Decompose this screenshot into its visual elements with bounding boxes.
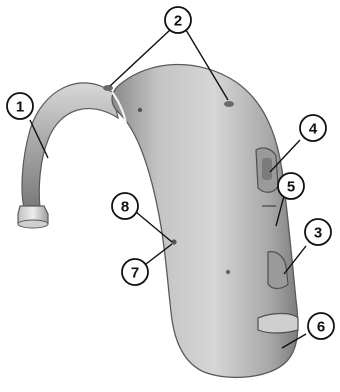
callout-7: 7 [122, 259, 148, 285]
housing-dot [138, 108, 142, 112]
callout-6: 6 [308, 313, 334, 339]
svg-text:8: 8 [121, 199, 129, 216]
svg-text:6: 6 [317, 319, 325, 336]
svg-text:1: 1 [16, 99, 24, 116]
microphone-opening-front [103, 85, 113, 91]
svg-text:7: 7 [131, 265, 139, 282]
svg-text:3: 3 [314, 225, 322, 242]
ear-hook [22, 83, 118, 208]
ear-hook-opening [18, 220, 48, 228]
battery-compartment [258, 314, 298, 334]
callout-3: 3 [305, 219, 331, 245]
svg-text:4: 4 [309, 121, 318, 138]
callout-4: 4 [300, 115, 326, 141]
housing-dot [226, 270, 230, 274]
svg-text:2: 2 [174, 13, 182, 30]
microphone-opening-rear [224, 101, 234, 107]
program-button-grip [262, 158, 272, 180]
callout-8: 8 [112, 193, 138, 219]
callout-5: 5 [278, 173, 304, 199]
svg-text:5: 5 [287, 179, 295, 196]
side-contact [171, 239, 176, 244]
callout-2: 2 [165, 7, 191, 33]
callout-1: 1 [7, 93, 33, 119]
